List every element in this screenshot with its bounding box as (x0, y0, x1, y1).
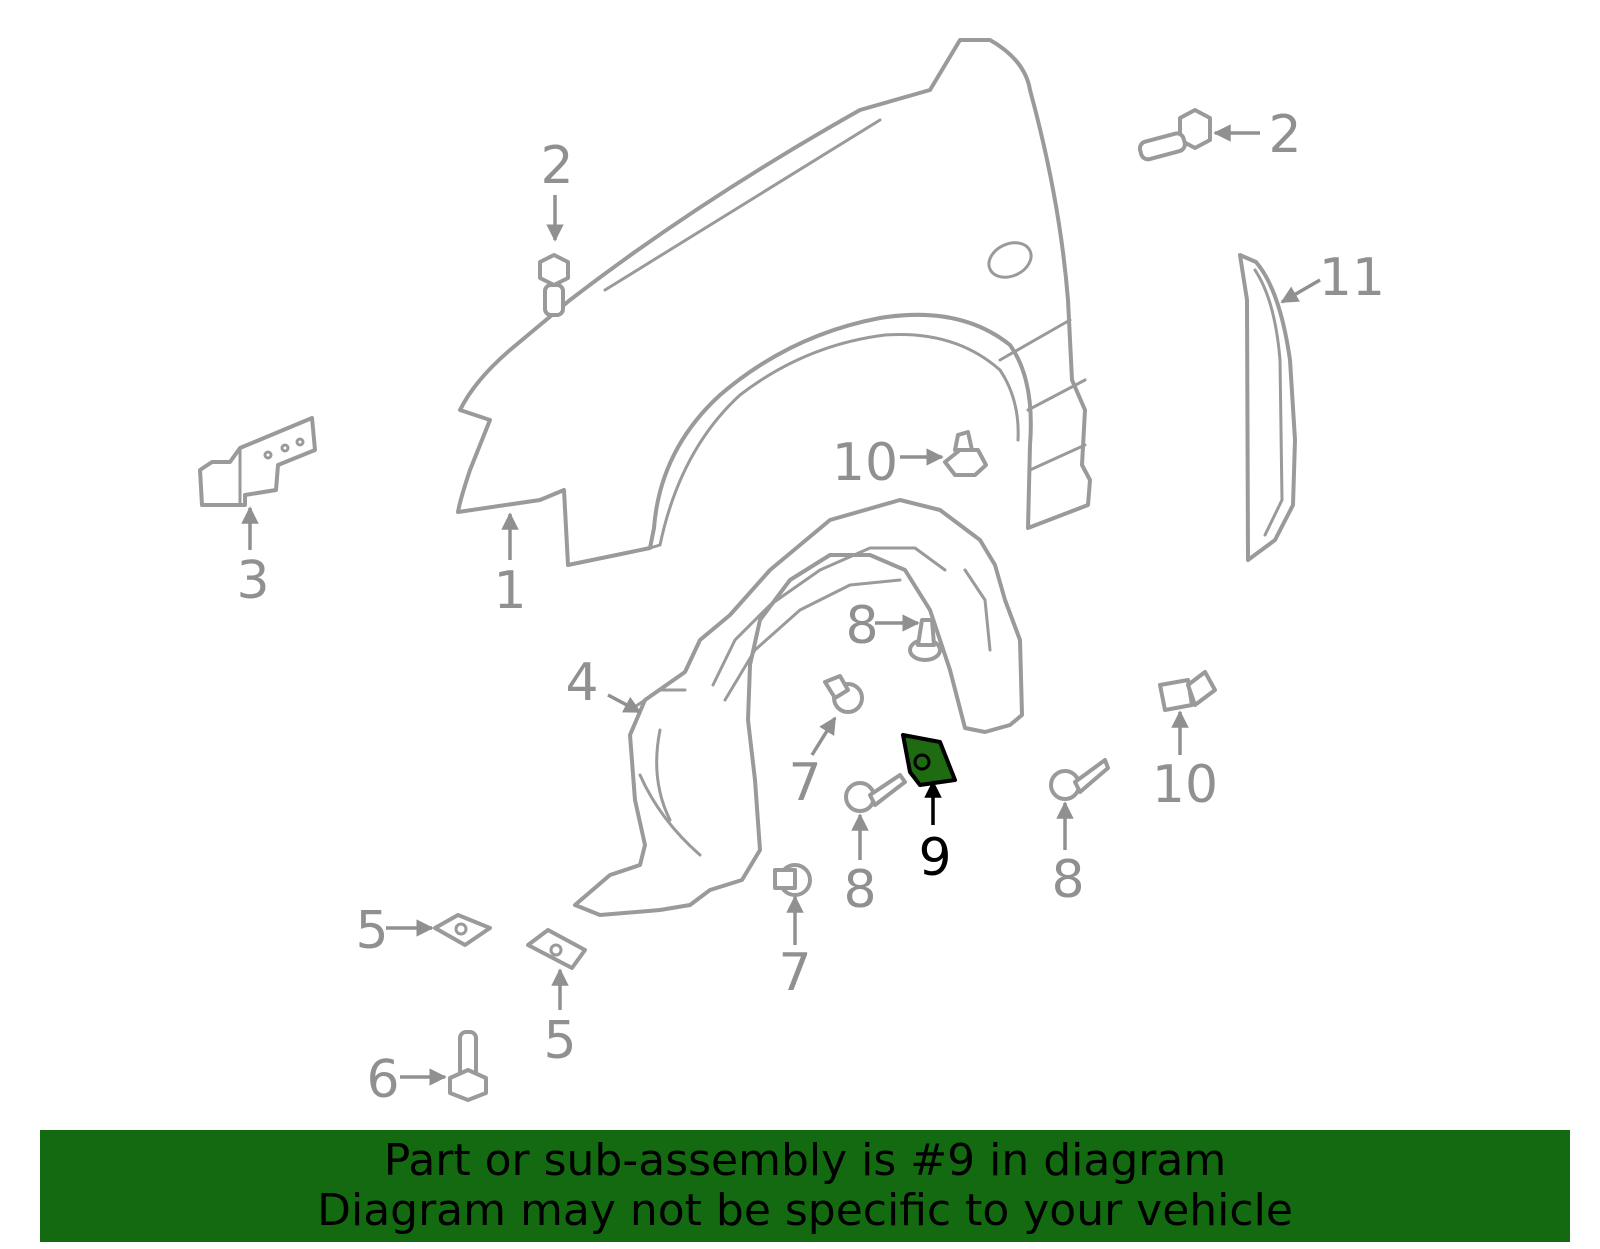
bolt-part-2b (1137, 108, 1212, 162)
callout-4: 4 (565, 653, 598, 713)
nut-part-5a (433, 913, 492, 947)
leader-4 (607, 693, 642, 714)
callout-5b: 5 (543, 1011, 576, 1071)
callout-2b: 2 (1268, 105, 1301, 165)
callout-6: 6 (366, 1050, 399, 1110)
callout-5a: 5 (355, 901, 388, 961)
clip-part-7a (823, 674, 864, 714)
callout-1: 1 (493, 561, 526, 621)
bolt-part-2a (538, 253, 570, 317)
callout-10a: 10 (832, 433, 898, 493)
bolt-part-6 (448, 1030, 488, 1102)
callout-10b: 10 (1152, 755, 1218, 815)
callout-7b: 7 (778, 943, 811, 1003)
callout-9: 9 (918, 828, 951, 888)
fender-part (456, 38, 1092, 567)
garnish-part (1238, 253, 1297, 562)
fender-liner-part (573, 498, 1024, 917)
nut-part-5b (526, 928, 587, 970)
clip-part-7b (773, 863, 812, 897)
callout-8a: 8 (845, 596, 878, 656)
banner-line-1: Part or sub-assembly is #9 in diagram (383, 1135, 1227, 1186)
callout-2a: 2 (540, 136, 573, 196)
callout-8b: 8 (843, 860, 876, 920)
callout-8c: 8 (1051, 850, 1084, 910)
screw-part-8a (908, 618, 942, 662)
bracket-part (198, 416, 317, 507)
callout-3: 3 (236, 551, 269, 611)
banner-line-2: Diagram may not be specific to your vehi… (317, 1185, 1293, 1236)
callout-7a: 7 (788, 753, 821, 813)
leader-11 (1280, 278, 1321, 304)
highlighted-part-9 (901, 733, 957, 787)
clip-part-10a (943, 430, 988, 477)
screw-part-8c (1049, 758, 1110, 801)
notice-banner: Part or sub-assembly is #9 in diagram Di… (40, 1130, 1570, 1242)
clip-part-10b (1158, 670, 1217, 712)
callout-11: 11 (1319, 248, 1385, 308)
leader-7a (810, 716, 837, 756)
screw-part-8b (844, 773, 907, 813)
